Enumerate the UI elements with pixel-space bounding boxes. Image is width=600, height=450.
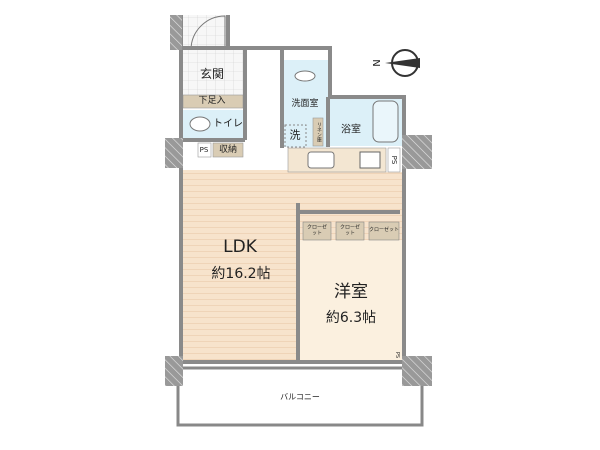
entrance-label: 玄関 xyxy=(199,67,225,82)
washroom-label: 洗面室 xyxy=(291,98,319,109)
western-room-name: 洋室 xyxy=(334,282,368,303)
closet-label-2: クローゼット xyxy=(339,224,360,236)
linen-label: リネン庫 xyxy=(315,122,322,142)
bathroom-label: 浴室 xyxy=(341,124,361,136)
bathtub-icon xyxy=(372,100,399,143)
ps-western-label: PS xyxy=(393,351,400,359)
ldk-size: 約16.2帖 xyxy=(211,265,271,282)
entrance-floor xyxy=(183,50,243,95)
walls xyxy=(179,15,406,364)
ldk-name: LDK xyxy=(223,237,257,258)
front-door xyxy=(190,15,226,51)
shoe-storage-label: 下足入 xyxy=(198,95,226,106)
ps-kitchen-label: PS xyxy=(390,155,399,165)
closet-label-3: クローゼット xyxy=(368,227,400,234)
ldk-floor xyxy=(182,170,298,362)
stove-icon xyxy=(359,151,381,169)
storage-label: 収納 xyxy=(218,144,238,155)
washer-label: 洗 xyxy=(289,128,301,142)
toilet-label: トイレ xyxy=(213,118,243,130)
kitchen-sink-icon xyxy=(307,151,335,169)
western-room-floor xyxy=(298,240,402,362)
toilet-icon xyxy=(189,116,211,132)
compass-icon xyxy=(385,49,420,77)
ps-label: PS xyxy=(199,145,209,154)
western-room-size: 約6.3帖 xyxy=(325,309,377,326)
compass-label: N xyxy=(369,59,381,67)
sink-icon xyxy=(294,70,316,82)
balcony xyxy=(176,366,424,427)
closet-label-1: クローゼット xyxy=(306,224,327,236)
balcony-label: バルコニー xyxy=(280,392,320,402)
